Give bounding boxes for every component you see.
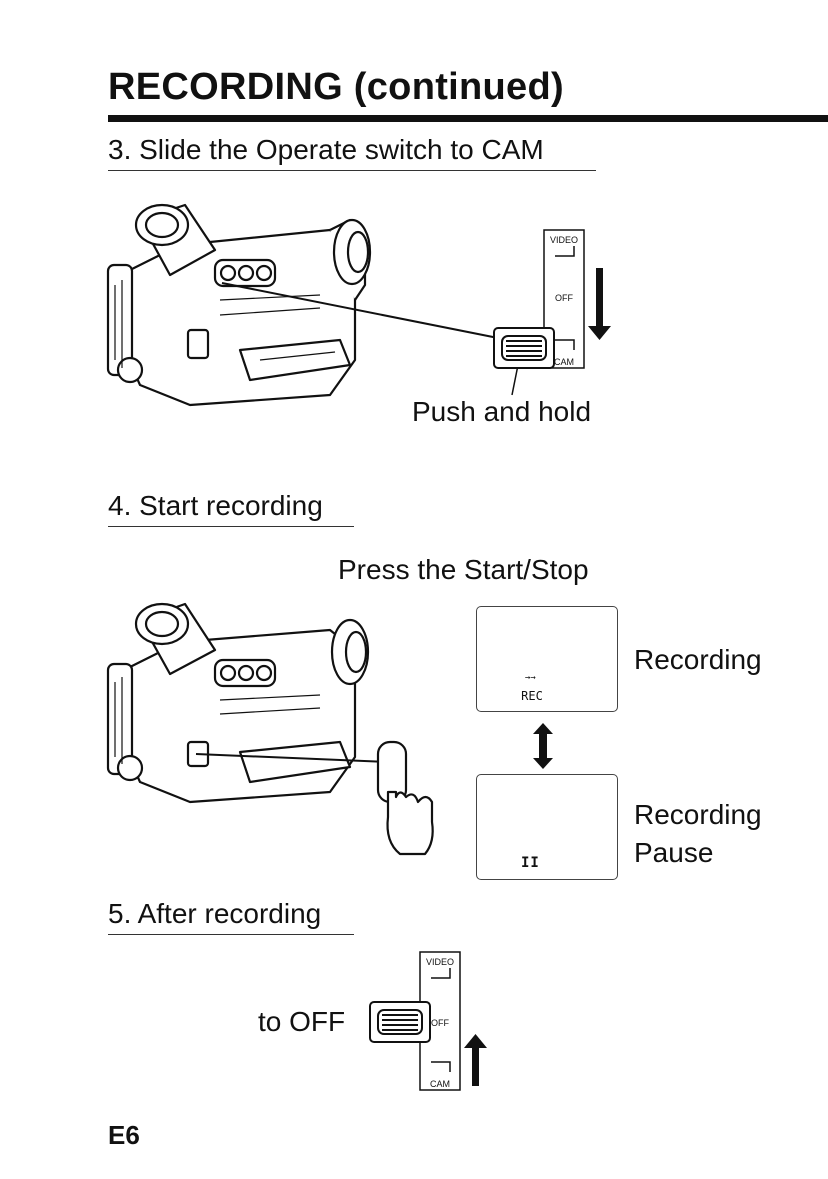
switch-cam-label: CAM (430, 1079, 450, 1089)
recording-pause-state-label: Recording Pause (634, 796, 762, 872)
rec-indicator: REC (521, 689, 543, 703)
recording-pause-line-2: Pause (634, 834, 762, 872)
arrow-up-icon (464, 1034, 487, 1086)
switch-off-label: OFF (555, 293, 573, 303)
step-4-heading: 4. Start recording (108, 490, 354, 527)
camcorder-illustration-step4 (100, 592, 440, 862)
pointing-hand-icon (378, 742, 433, 854)
page-number: E6 (108, 1120, 140, 1151)
rec-arrows-indicator: →→ (525, 673, 536, 683)
step-3-heading: 3. Slide the Operate switch to CAM (108, 134, 596, 171)
title-rule (108, 115, 828, 122)
push-and-hold-caption: Push and hold (412, 396, 591, 428)
operate-switch-step5: VIDEO OFF CAM (368, 950, 498, 1096)
lcd-display-recording: →→ REC (476, 606, 618, 712)
switch-video-label: VIDEO (550, 235, 578, 245)
arrow-down-icon (588, 268, 611, 340)
camcorder-illustration-step3 (100, 190, 540, 420)
recording-state-label: Recording (634, 644, 762, 676)
up-down-arrow-icon (530, 722, 556, 770)
press-start-stop-caption: Press the Start/Stop (338, 554, 589, 586)
lcd-display-pause: II (476, 774, 618, 880)
recording-pause-line-1: Recording (634, 796, 762, 834)
step-5-heading: 5. After recording (108, 898, 354, 935)
switch-cam-label: CAM (554, 357, 574, 367)
page-title: RECORDING (continued) (108, 66, 564, 109)
switch-video-label: VIDEO (426, 957, 454, 967)
operate-switch-step3: VIDEO OFF CAM (492, 228, 622, 374)
pause-indicator: II (521, 855, 540, 871)
to-off-caption: to OFF (258, 1006, 345, 1038)
switch-off-label: OFF (431, 1018, 449, 1028)
